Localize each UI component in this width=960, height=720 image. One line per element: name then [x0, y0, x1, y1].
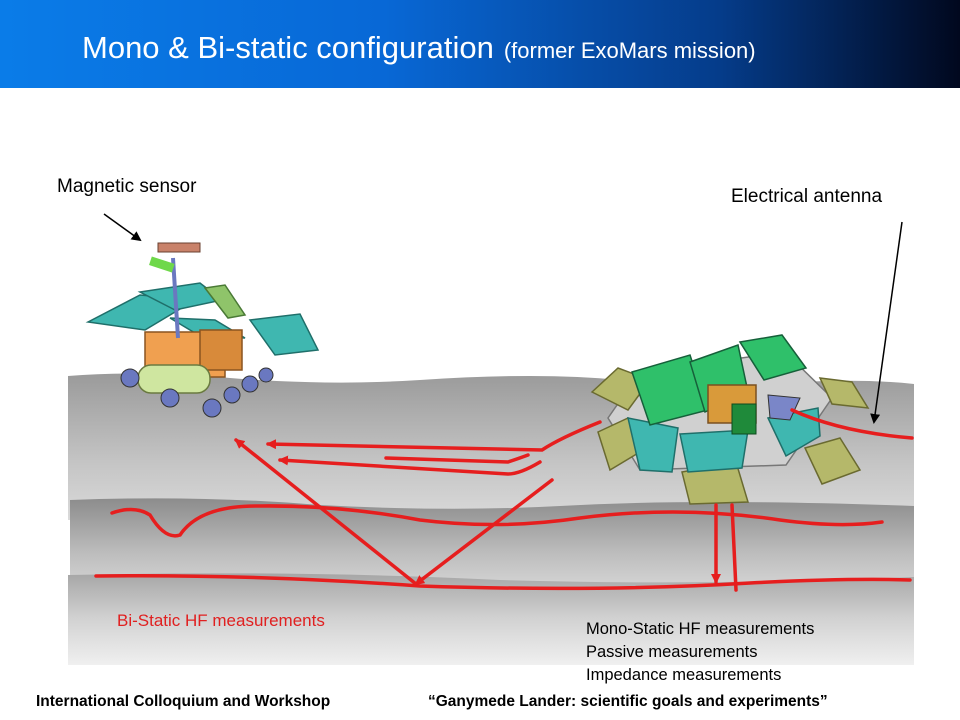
interface-line-lower	[94, 573, 912, 591]
magnetic-sensor-label: Magnetic sensor	[57, 176, 197, 197]
antenna-signal-right	[790, 408, 914, 440]
impedance-item: Impedance measurements	[586, 666, 782, 684]
signal-paths	[234, 408, 914, 592]
subsurface-layer	[70, 498, 914, 590]
electrical-antenna-label: Electrical antenna	[731, 186, 883, 207]
signal-path-3	[278, 455, 542, 476]
title-subtitle: (former ExoMars mission)	[503, 38, 756, 63]
monostatic-item: Mono-Static HF measurements	[586, 620, 815, 638]
signal-path-1	[266, 420, 602, 452]
title-main: Mono & Bi-static configuration	[82, 30, 494, 65]
interface-lines	[94, 504, 912, 591]
passive-item: Passive measurements	[586, 643, 758, 661]
magnetic-sensor-pointer	[103, 213, 142, 242]
deep-layer	[68, 573, 914, 665]
bistatic-label: Bi-Static HF measurements	[117, 611, 325, 630]
signal-path-2	[384, 453, 530, 464]
interface-line-upper	[110, 504, 884, 538]
monostatic-list: Mono-Static HF measurements Passive meas…	[586, 618, 814, 687]
footer-left: International Colloquium and Workshop	[36, 693, 331, 710]
bistatic-ray-up	[234, 438, 418, 586]
page-title: Mono & Bi-static configuration (former Ex…	[82, 30, 756, 66]
electrical-antenna-pointer	[870, 221, 903, 424]
rover-icon	[85, 242, 320, 418]
monostatic-ray-right	[730, 503, 738, 592]
lander-icon	[590, 334, 870, 505]
footer-right: “Ganymede Lander: scientific goals and e…	[428, 693, 828, 710]
header-bar: Mono & Bi-static configuration (former Ex…	[0, 0, 960, 88]
bistatic-ray-down	[414, 478, 554, 586]
